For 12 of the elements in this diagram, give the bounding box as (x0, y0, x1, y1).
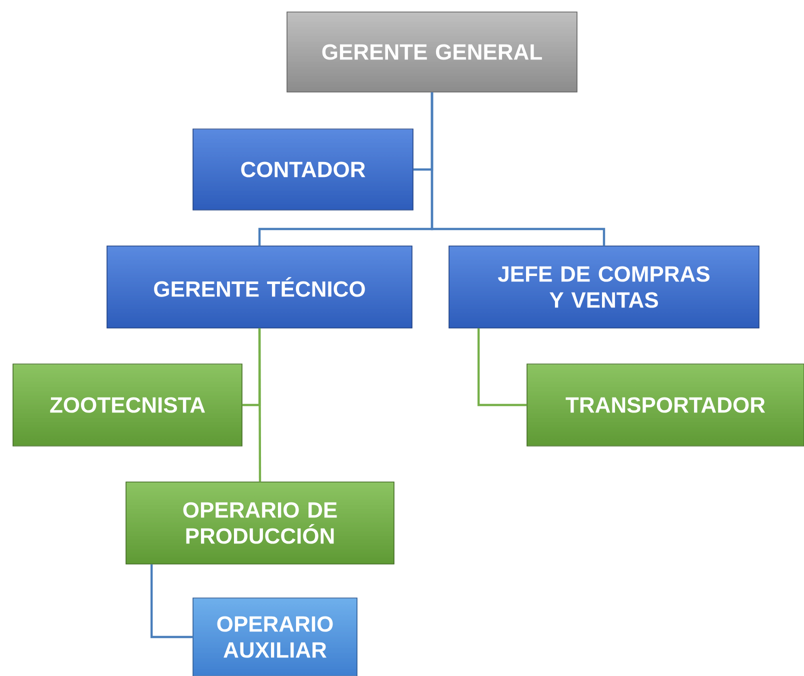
connector-line (478, 328, 527, 406)
connector-line (430, 92, 606, 246)
org-box: GERENTE TÉCNICO (106, 246, 412, 328)
org-box: GERENTE GENERAL (286, 12, 578, 92)
org-box: JEFE DE COMPRAS Y VENTAS (448, 246, 760, 328)
org-box: ZOOTECNISTA (12, 364, 242, 446)
org-box: TRANSPORTADOR (526, 364, 804, 446)
connector-line (150, 564, 193, 638)
org-box: OPERARIO DE PRODUCCIÓN (126, 482, 394, 564)
org-box: OPERARIO AUXILIAR (192, 598, 358, 676)
connector-line (258, 328, 262, 482)
org-box: CONTADOR (192, 128, 414, 210)
